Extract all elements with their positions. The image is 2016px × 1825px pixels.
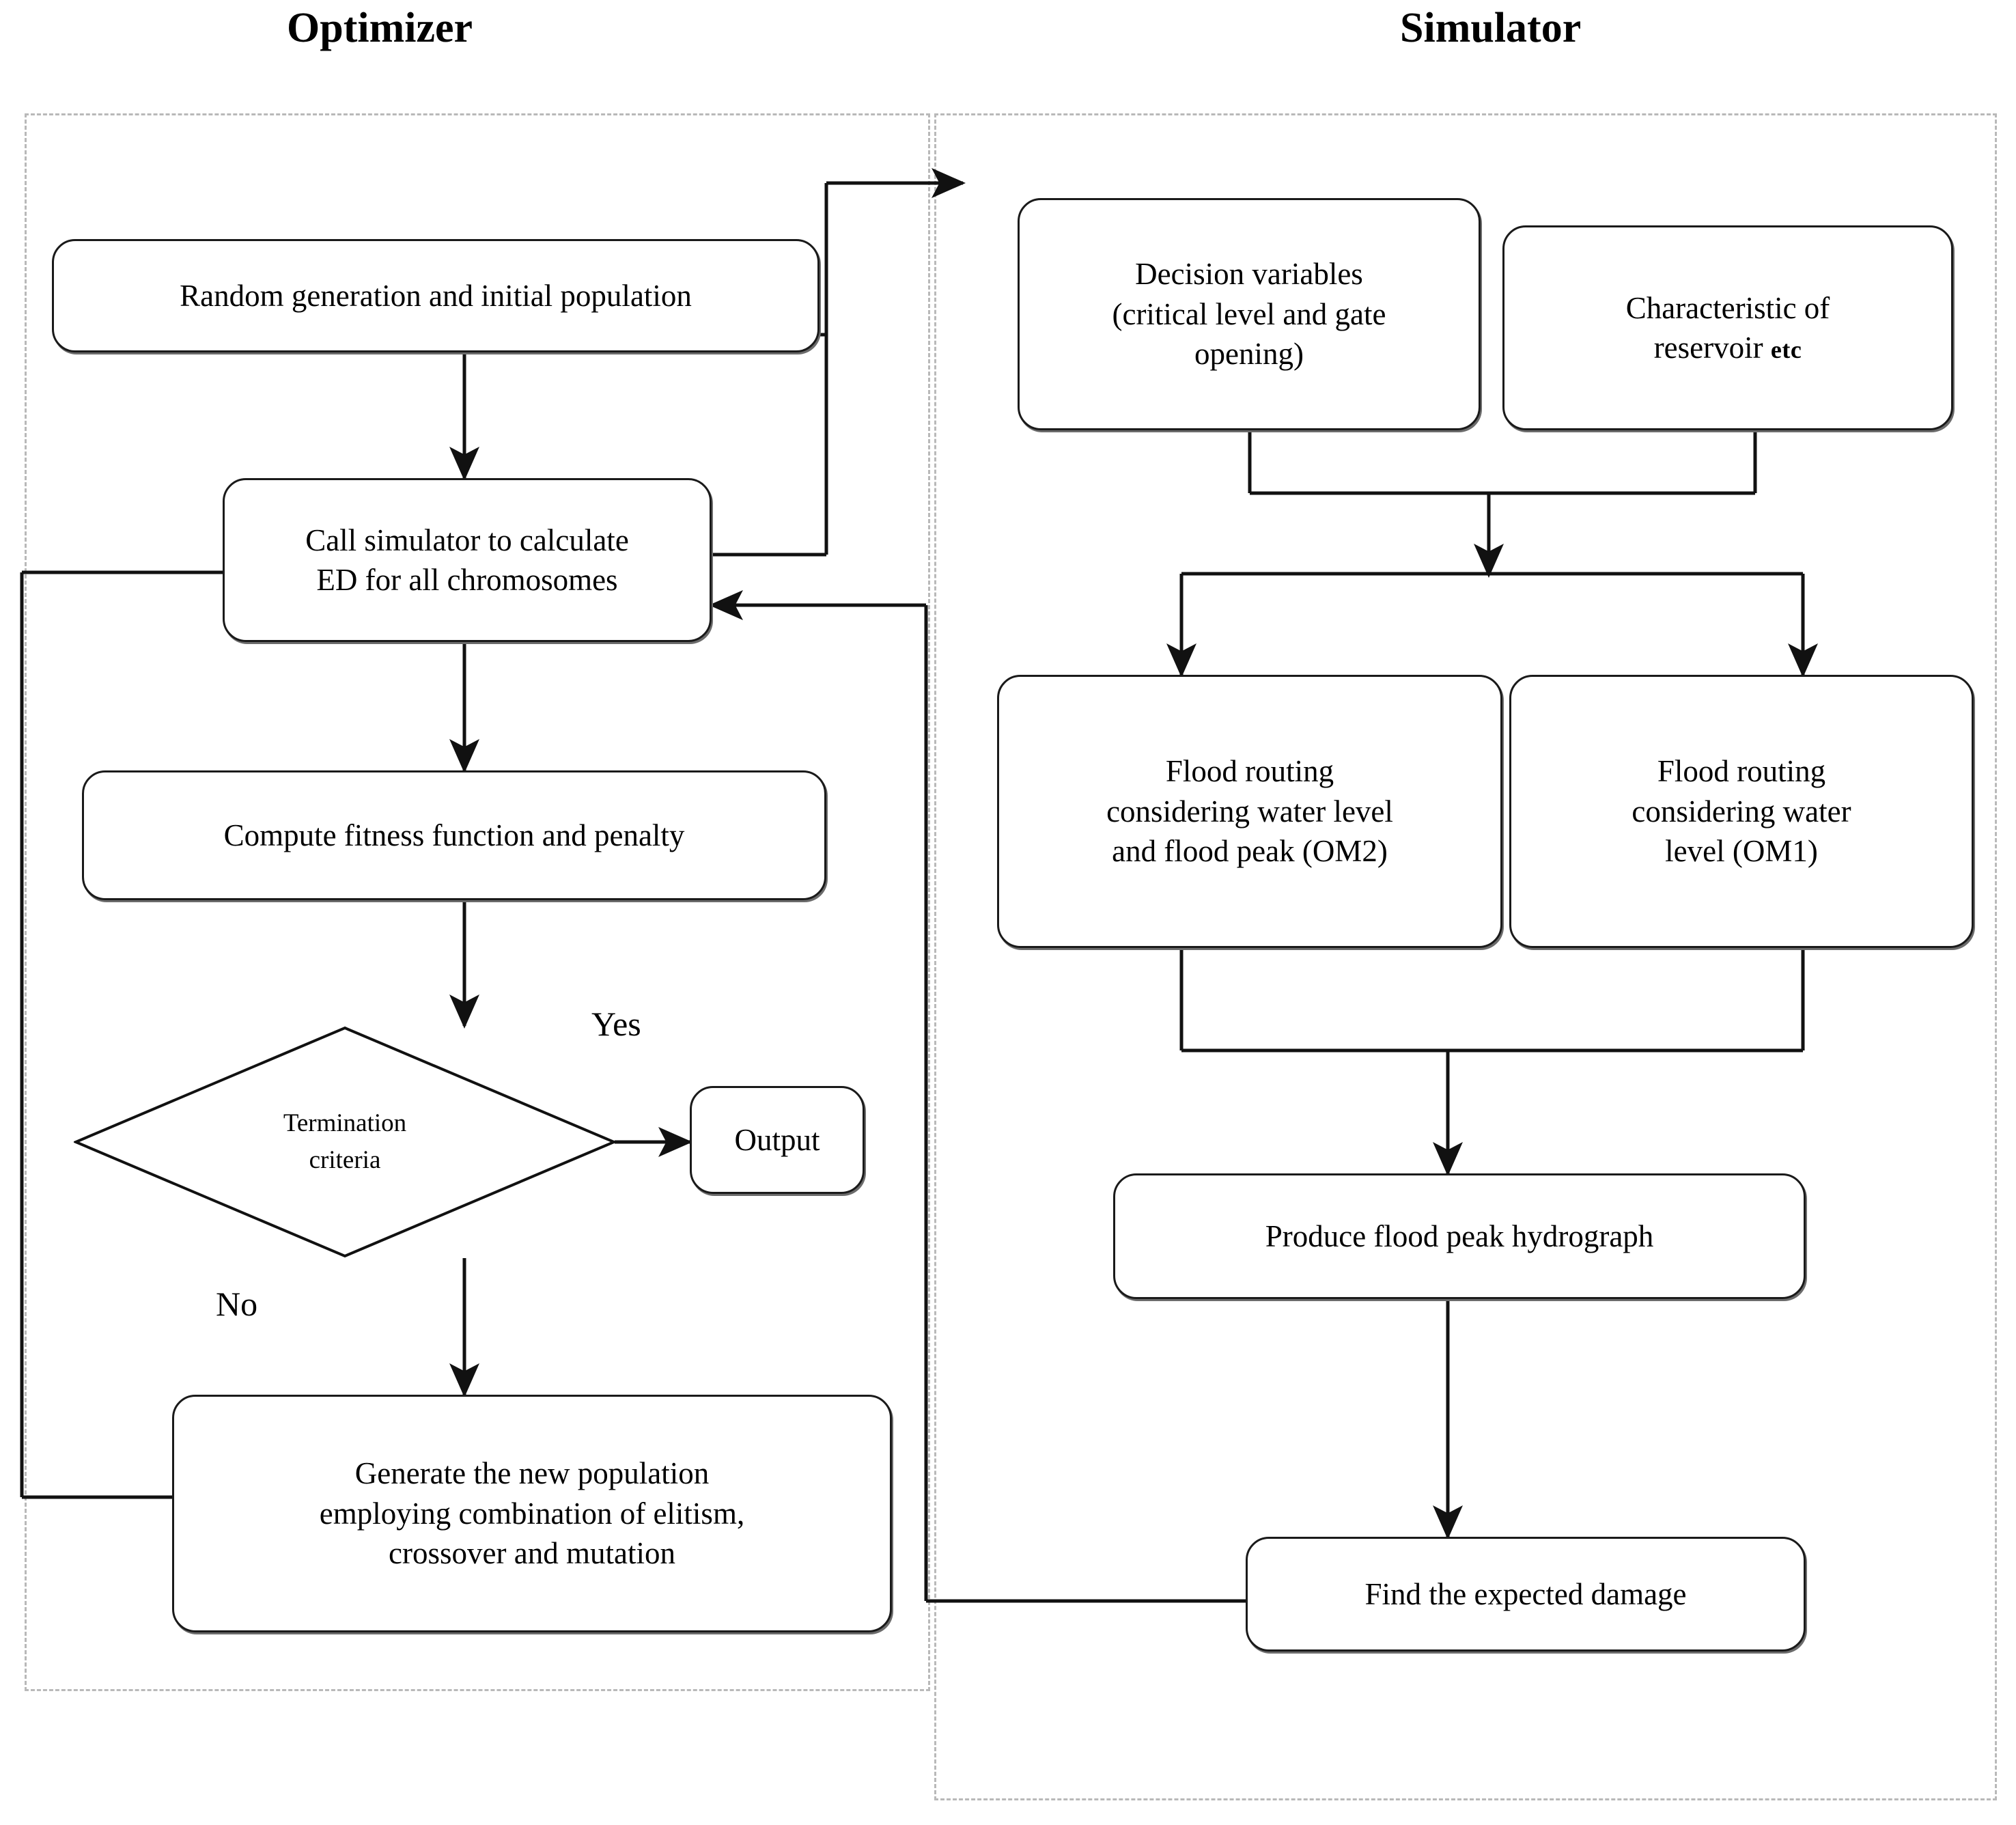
node-call-simulator-line1: Call simulator to calculate [305, 523, 629, 557]
node-generate-population[interactable]: Generate the new population employing co… [172, 1395, 892, 1632]
node-flood-routing-om1[interactable]: Flood routing considering water level (O… [1509, 675, 1974, 948]
node-flood-routing-om1-line1: Flood routing [1657, 754, 1826, 789]
node-characteristic-reservoir-line2-row: reservoir etc [1514, 328, 1942, 368]
node-flood-routing-om1-line2: considering water [1632, 794, 1851, 828]
node-flood-routing-om2-line1: Flood routing [1165, 754, 1334, 789]
node-produce-hydrograph-line1: Produce flood peak hydrograph [1265, 1218, 1654, 1253]
node-decision-variables[interactable]: Decision variables (critical level and g… [1018, 198, 1481, 430]
node-compute-fitness[interactable]: Compute fitness function and penalty [82, 770, 826, 900]
node-characteristic-reservoir-line1: Characteristic of [1625, 290, 1830, 325]
node-flood-routing-om2-line2: considering water level [1106, 794, 1393, 828]
edge-label-no: No [216, 1285, 258, 1323]
node-compute-fitness-line1: Compute fitness function and penalty [223, 818, 685, 852]
simulator-panel-title: Simulator [1400, 5, 1582, 51]
node-output[interactable]: Output [690, 1086, 865, 1194]
optimizer-panel-title: Optimizer [287, 5, 473, 51]
node-decision-variables-line3: opening) [1194, 337, 1304, 372]
optimizer-panel-container [25, 113, 930, 1691]
node-flood-routing-om2[interactable]: Flood routing considering water level an… [997, 675, 1502, 948]
node-characteristic-reservoir-line2: reservoir [1653, 331, 1763, 365]
node-termination-criteria[interactable]: Termination criteria [74, 1026, 616, 1258]
node-random-generation-line1: Random generation and initial population [180, 278, 692, 313]
node-output-line1: Output [734, 1122, 820, 1157]
node-characteristic-reservoir[interactable]: Characteristic of reservoir etc [1502, 225, 1953, 430]
node-call-simulator-line2: ED for all chromosomes [316, 563, 618, 597]
node-generate-population-line3: crossover and mutation [389, 1536, 675, 1571]
node-generate-population-line1: Generate the new population [354, 1456, 710, 1491]
node-flood-routing-om2-line3: and flood peak (OM2) [1112, 834, 1388, 869]
node-find-damage-line1: Find the expected damage [1364, 1576, 1687, 1611]
node-decision-variables-line2: (critical level and gate [1112, 296, 1386, 331]
node-generate-population-line2: employing combination of elitism, [319, 1496, 745, 1531]
node-characteristic-reservoir-etc: etc [1770, 336, 1802, 363]
simulator-panel-container [934, 113, 1997, 1800]
node-random-generation[interactable]: Random generation and initial population [52, 239, 820, 352]
node-find-damage[interactable]: Find the expected damage [1246, 1537, 1806, 1652]
node-produce-hydrograph[interactable]: Produce flood peak hydrograph [1113, 1173, 1806, 1299]
node-flood-routing-om1-line3: level (OM1) [1665, 834, 1818, 869]
edge-label-yes: Yes [591, 1005, 641, 1043]
node-decision-variables-line1: Decision variables [1135, 257, 1363, 292]
node-call-simulator[interactable]: Call simulator to calculate ED for all c… [223, 478, 712, 642]
